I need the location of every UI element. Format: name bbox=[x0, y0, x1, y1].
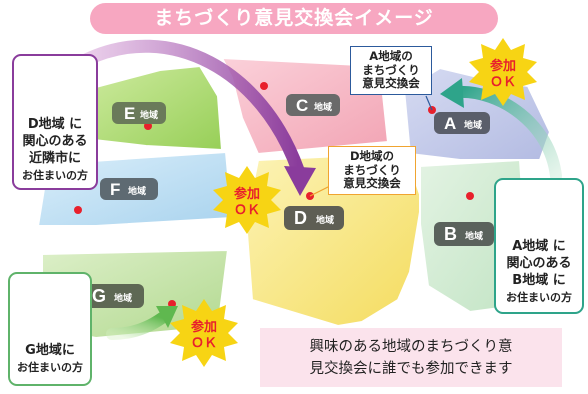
arrow-g-head bbox=[156, 306, 178, 328]
area-c-dot bbox=[260, 82, 268, 90]
area-g-label: G 地域 bbox=[82, 284, 144, 308]
person-d-line1: D地域 に bbox=[27, 117, 83, 132]
meeting-a-line2: まちづくり bbox=[362, 62, 420, 77]
area-f-dot bbox=[74, 206, 82, 214]
person-g-box: G地域に お住まいの方 bbox=[8, 272, 92, 386]
person-a-line4: お住まいの方 bbox=[506, 291, 572, 304]
area-d-letter: D bbox=[294, 208, 307, 228]
area-b-letter: B bbox=[444, 224, 457, 244]
arrow-a-head bbox=[440, 78, 464, 108]
area-e-suffix: 地域 bbox=[140, 109, 158, 121]
badge-bottom bbox=[170, 299, 238, 367]
badge-middle-left bbox=[213, 166, 281, 234]
meeting-d-line1: D地域の bbox=[349, 149, 395, 163]
badge-top-right-line1: 参加 bbox=[490, 58, 516, 74]
arrow-a-person-to-a bbox=[452, 85, 562, 182]
badge-middle-left-line1: 参加 bbox=[234, 186, 260, 202]
person-g-line2: お住まいの方 bbox=[17, 361, 83, 374]
person-d-line4: お住まいの方 bbox=[22, 169, 88, 182]
area-b-suffix: 地域 bbox=[465, 230, 483, 242]
person-a-line1: A地域 に bbox=[512, 239, 566, 254]
meeting-a-label: A地域の まちづくり 意見交換会 bbox=[350, 46, 432, 95]
badge-bottom-line1: 参加 bbox=[191, 319, 217, 335]
meeting-d-line2: まちづくり bbox=[343, 162, 401, 177]
area-a-label: A 地域 bbox=[434, 112, 490, 134]
area-c-suffix: 地域 bbox=[314, 101, 332, 113]
area-e-letter: E bbox=[124, 104, 135, 123]
note-line2: 見交換会に誰でも参加できます bbox=[309, 360, 513, 377]
person-a-illustration-space bbox=[496, 180, 582, 238]
person-a-line2: 関心のある bbox=[506, 256, 572, 271]
meeting-d-line3: 意見交換会 bbox=[343, 176, 401, 190]
badge-top-right bbox=[469, 38, 537, 106]
person-g-illustration-space bbox=[10, 274, 90, 342]
meeting-d-leader bbox=[309, 185, 331, 197]
area-d-suffix: 地域 bbox=[316, 214, 334, 226]
badge-bottom-line2: ＯＫ bbox=[191, 336, 217, 351]
area-f-suffix: 地域 bbox=[128, 185, 146, 197]
area-f-letter: F bbox=[110, 180, 120, 199]
area-f-label: F 地域 bbox=[100, 178, 158, 200]
badge-middle-left-line2: ＯＫ bbox=[234, 203, 260, 218]
badge-top-right-line2: ＯＫ bbox=[490, 75, 516, 90]
area-e-label: E 地域 bbox=[112, 102, 166, 124]
note-line1: 興味のある地域のまちづくり意 bbox=[309, 338, 513, 355]
meeting-a-leader bbox=[425, 95, 433, 111]
meeting-d-label: D地域の まちづくり 意見交換会 bbox=[328, 146, 416, 195]
area-g-letter: G bbox=[92, 286, 106, 306]
area-b-dot bbox=[466, 192, 474, 200]
person-g-line1: G地域に bbox=[25, 343, 75, 358]
meeting-a-line3: 意見交換会 bbox=[362, 76, 420, 90]
arrow-g-person-to-g bbox=[106, 312, 168, 340]
arrow-d-person-to-d bbox=[79, 39, 305, 177]
person-d-line2: 関心のある bbox=[22, 134, 88, 149]
person-d-line3: 近隣市に bbox=[28, 151, 81, 166]
area-a-suffix: 地域 bbox=[464, 119, 482, 131]
arrow-d-head bbox=[284, 166, 316, 196]
participation-note: 興味のある地域のまちづくり意 見交換会に誰でも参加できます bbox=[260, 328, 562, 387]
page-title: まちづくり意見交換会イメージ bbox=[90, 3, 498, 34]
person-d-box: D地域 に 関心のある 近隣市に お住まいの方 bbox=[12, 54, 98, 190]
person-a-line3: B地域 に bbox=[512, 273, 566, 288]
area-a-letter: A bbox=[444, 114, 456, 133]
area-c-letter: C bbox=[296, 96, 308, 115]
area-c-label: C 地域 bbox=[286, 94, 340, 116]
person-d-illustration-space bbox=[14, 56, 96, 116]
meeting-a-line1: A地域の bbox=[369, 49, 413, 63]
area-d-label: D 地域 bbox=[284, 206, 344, 230]
area-g-suffix: 地域 bbox=[114, 292, 132, 304]
person-a-box: A地域 に 関心のある B地域 に お住まいの方 bbox=[494, 178, 584, 314]
area-b-label: B 地域 bbox=[434, 222, 494, 246]
